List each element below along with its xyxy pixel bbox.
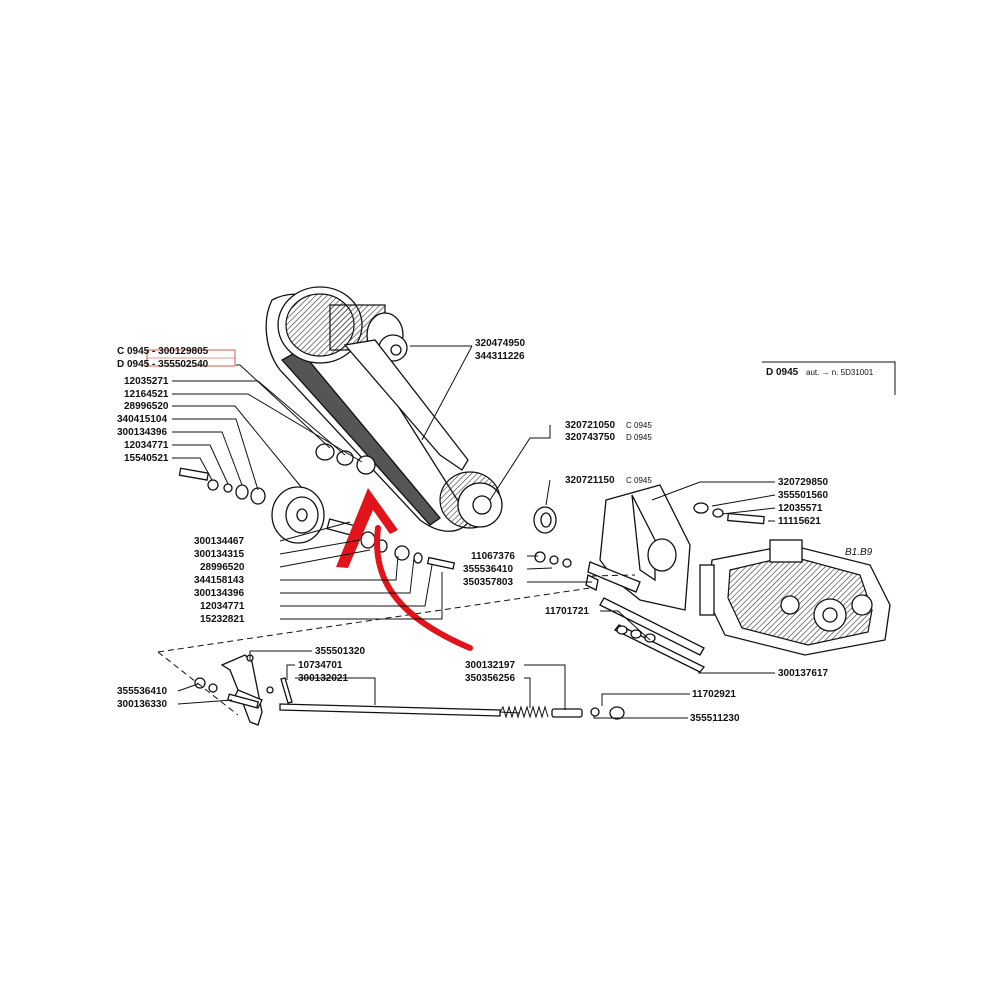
label-300134396-top: 300134396 bbox=[117, 427, 167, 438]
label-12034771-top: 12034771 bbox=[124, 440, 169, 451]
label-11067376: 11067376 bbox=[471, 551, 515, 562]
red-arrow-up bbox=[336, 488, 398, 568]
label-c0945-b: C 0945 bbox=[626, 476, 652, 485]
label-355501320: 355501320 bbox=[315, 646, 365, 657]
label-350356256: 350356256 bbox=[465, 673, 515, 684]
label-12035571: 12035571 bbox=[778, 503, 823, 514]
label-320474950: 320474950 bbox=[475, 338, 525, 349]
label-300136330: 300136330 bbox=[117, 699, 167, 710]
hydraulic-unit bbox=[699, 539, 891, 656]
label-11701721: 11701721 bbox=[545, 606, 589, 617]
label-11115621: 11115621 bbox=[778, 516, 821, 527]
label-355501560: 355501560 bbox=[778, 490, 828, 501]
label-d0945-a: D 0945 bbox=[626, 433, 652, 442]
label-10734701: 10734701 bbox=[298, 660, 343, 671]
label-300134396-bottom: 300134396 bbox=[194, 588, 244, 599]
info-model: D 0945 bbox=[766, 367, 799, 378]
bell-crank bbox=[220, 654, 263, 726]
part-labels: C 0945 - 300129805 D 0945 - 355502540 12… bbox=[117, 338, 873, 724]
label-15540521: 15540521 bbox=[124, 453, 169, 464]
label-355536410-bottom: 355536410 bbox=[117, 686, 167, 697]
dashed-guide-lines bbox=[157, 574, 636, 716]
belt-drive-assembly bbox=[178, 286, 503, 570]
model-info-box: D 0945 aut. → n. 5D31001 bbox=[762, 361, 896, 395]
leader-lines bbox=[172, 345, 776, 719]
label-355536410-mid: 355536410 bbox=[463, 564, 513, 575]
label-12164521: 12164521 bbox=[124, 389, 169, 400]
label-c0945-a: C 0945 bbox=[626, 421, 652, 430]
ribbed-pulley-upper bbox=[277, 286, 408, 364]
label-320729850: 320729850 bbox=[778, 477, 828, 488]
label-300132021: 300132021 bbox=[298, 673, 348, 684]
label-344311226: 344311226 bbox=[475, 351, 525, 362]
spring bbox=[499, 705, 549, 719]
label-300137617: 300137617 bbox=[778, 668, 828, 679]
label-355511230: 355511230 bbox=[690, 713, 740, 724]
idler-pulley bbox=[271, 486, 325, 544]
label-350357803: 350357803 bbox=[463, 577, 513, 588]
bracket-assembly bbox=[533, 484, 765, 656]
label-300134467: 300134467 bbox=[194, 536, 244, 547]
label-300134315: 300134315 bbox=[194, 549, 244, 560]
label-12035271: 12035271 bbox=[124, 376, 169, 387]
label-320743750: 320743750 bbox=[565, 432, 615, 443]
label-344158143: 344158143 bbox=[194, 575, 244, 586]
label-b1b9: B1.B9 bbox=[845, 547, 873, 558]
label-15232821: 15232821 bbox=[200, 614, 245, 625]
red-curve-stroke bbox=[374, 525, 473, 651]
info-note: aut. → n. 5D31001 bbox=[806, 368, 874, 377]
label-12034771-bottom: 12034771 bbox=[200, 601, 245, 612]
ribbed-pulley-lower bbox=[439, 471, 503, 529]
long-rod-right bbox=[613, 624, 706, 673]
linkage-assembly bbox=[194, 654, 625, 726]
label-28996520-bottom: 28996520 bbox=[200, 562, 245, 573]
label-28996520-top: 28996520 bbox=[124, 401, 169, 412]
idler-bolt-set bbox=[178, 467, 266, 505]
label-11702921: 11702921 bbox=[692, 689, 736, 700]
label-300132197: 300132197 bbox=[465, 660, 515, 671]
label-c0945-300129805: C 0945 - 300129805 bbox=[117, 346, 209, 357]
label-d0945-355502540: D 0945 - 355502540 bbox=[117, 359, 209, 370]
label-320721050: 320721050 bbox=[565, 420, 615, 431]
label-340415104: 340415104 bbox=[117, 414, 167, 425]
label-320721150: 320721150 bbox=[565, 475, 615, 486]
